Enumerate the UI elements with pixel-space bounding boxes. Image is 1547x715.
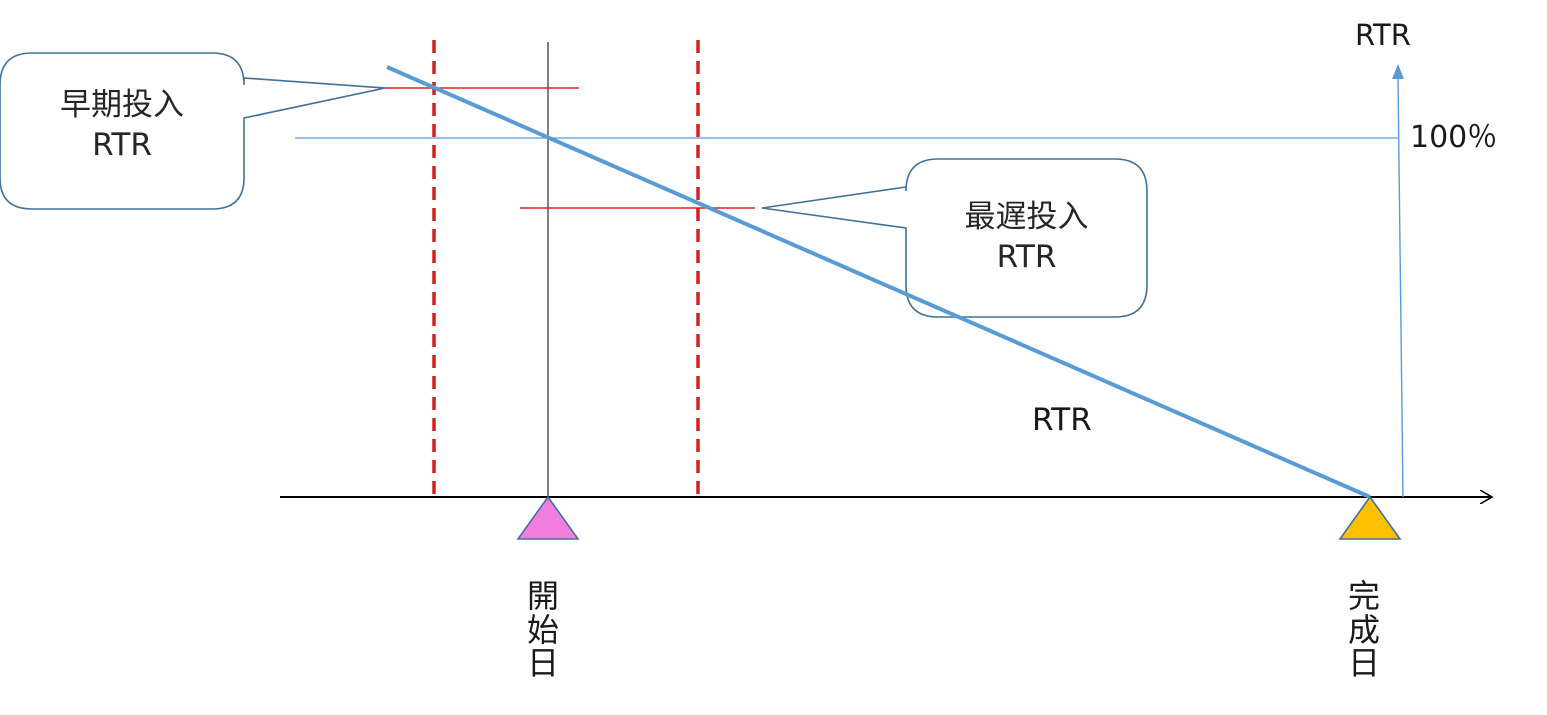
late-rtr-callout-line1: 最遅投入 [964,199,1089,235]
early-rtr-callout [0,52,386,210]
finish-day-marker [1338,495,1402,540]
start-day-char-2: 始 [526,610,559,649]
rtr-axis-arrowhead [1392,64,1404,79]
rtr-line [386,65,1371,499]
start-day-char-3: 日 [526,644,559,683]
late-rtr-callout [761,158,1148,318]
finish-day-char-1: 完 [1347,577,1380,615]
early-rtr-callout-line1: 早期投入 [60,87,184,123]
late-rtr-callout-text: 最遅投入 RTR [906,197,1147,278]
finish-day-char-3: 日 [1347,644,1380,683]
finish-day-char-2: 成 [1347,610,1380,649]
rtr-axis-label: RTR [1355,18,1411,52]
rtr-curve-label: RTR [1032,402,1092,438]
early-rtr-callout-text: 早期投入 RTR [0,85,244,166]
start-day-label: 開 始 日 [523,577,563,683]
rtr-axis [1397,77,1404,498]
full-level-label: 100％ [1410,120,1498,155]
early-rtr-callout-line2: RTR [92,127,152,164]
finish-day-label: 完 成 日 [1344,577,1384,683]
start-day-char-1: 開 [526,577,559,615]
late-rtr-callout-line2: RTR [996,239,1057,276]
start-day-marker [516,495,580,540]
